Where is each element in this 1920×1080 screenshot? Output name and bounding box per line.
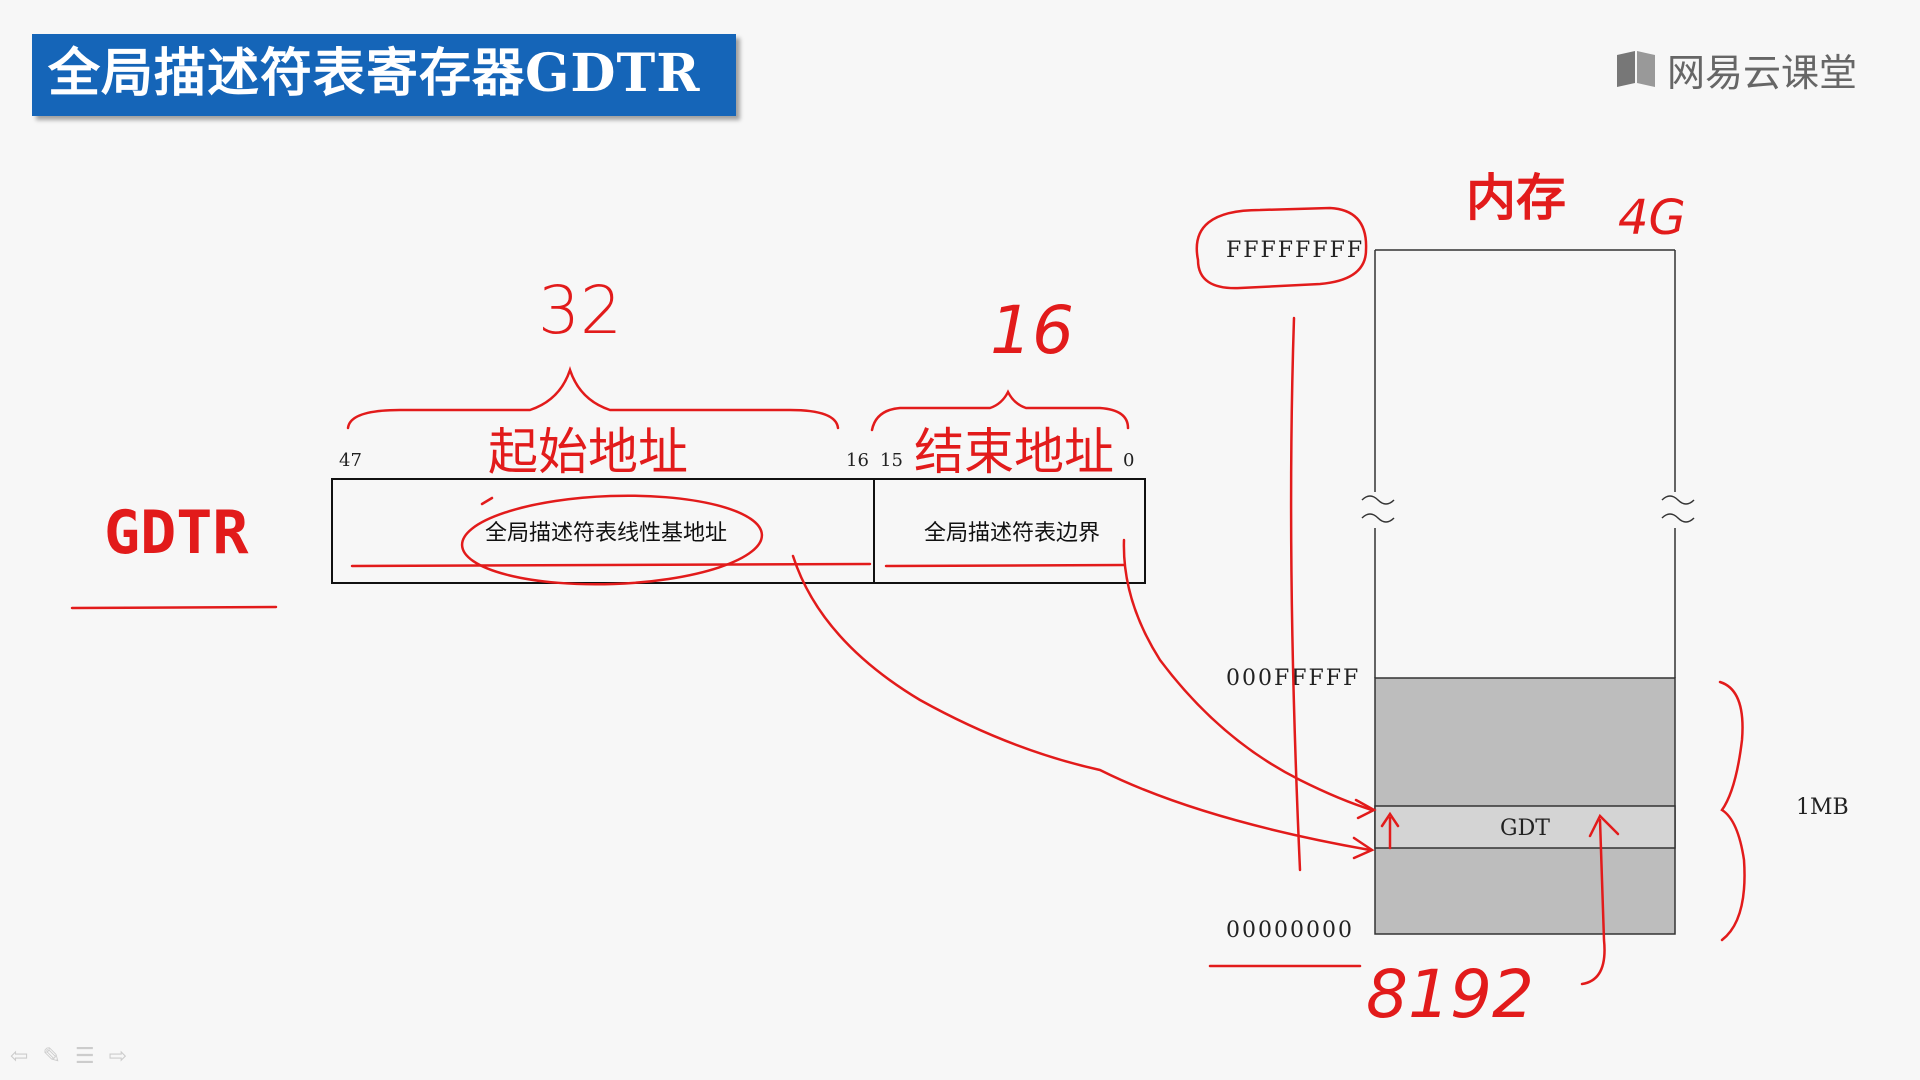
book-icon	[1617, 51, 1655, 87]
brand-name: 网易云课堂	[1667, 50, 1858, 95]
memory-title: 内存	[1466, 169, 1566, 227]
address-bottom: 00000000	[1226, 918, 1354, 943]
bit-16-label: 16	[846, 450, 869, 471]
gdt-label: GDT	[1500, 816, 1550, 841]
gdtr-label: GDTR	[104, 498, 249, 568]
memory-column	[1361, 249, 1695, 935]
limit-field-label: 全局描述符表边界	[923, 521, 1101, 546]
slide-navigation[interactable]: ⇦ ✎ ☰ ⇨	[10, 1044, 127, 1069]
gdt-entries-annotation: 8192	[1366, 956, 1534, 1033]
pen-icon[interactable]: ✎	[42, 1044, 61, 1069]
slide-title: 全局描述符表寄存器GDTR	[48, 43, 701, 104]
arrow-right-icon[interactable]: ⇨	[108, 1044, 128, 1069]
base-field-label: 全局描述符表线性基地址	[484, 521, 728, 546]
arrow-left-icon[interactable]: ⇦	[10, 1044, 29, 1069]
brand-logo: 网易云课堂	[1615, 44, 1858, 95]
handwritten-annotations	[70, 206, 1746, 986]
bit-47-label: 47	[339, 450, 362, 471]
memory-size-annotation: 4G	[1618, 190, 1686, 246]
limit-annotation: 结束地址	[914, 423, 1114, 481]
gdt-region	[1374, 805, 1676, 849]
base-annotation: 起始地址	[488, 423, 688, 481]
bit-0-label: 0	[1123, 450, 1135, 471]
address-top: FFFFFFFF	[1226, 238, 1365, 263]
title-banner: 全局描述符表寄存器GDTR	[32, 34, 736, 116]
size-1mb-label: 1MB	[1796, 795, 1849, 820]
limit-width-annotation: 16	[990, 292, 1074, 369]
base-width-annotation: 32	[538, 272, 622, 349]
menu-icon[interactable]: ☰	[74, 1044, 95, 1069]
bit-15-label: 15	[880, 450, 903, 471]
